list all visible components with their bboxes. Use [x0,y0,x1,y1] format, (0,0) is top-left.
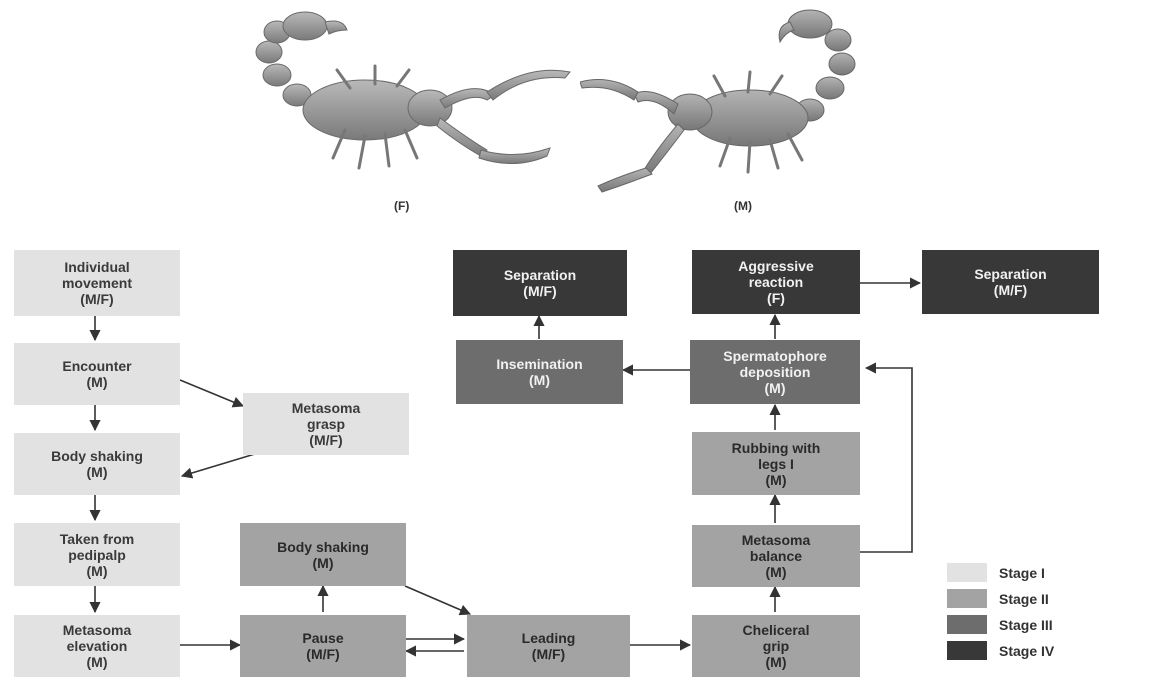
male-scorpion-illustration [580,9,856,193]
arrow-bodyshaking-to-leading [404,585,472,616]
legend-swatch-stage-2 [947,589,987,608]
node-cheliceral-grip: Cheliceral grip (M) [692,615,860,677]
legend-swatch-stage-1 [947,563,987,582]
arrow-balance-to-spermatophore [860,362,913,553]
node-metasoma-balance: Metasoma balance (M) [692,525,860,587]
node-separation-right: Separation (M/F) [922,250,1099,314]
legend-label-stage-2: Stage II [999,590,1049,607]
female-scorpion-illustration [255,11,571,170]
node-individual-movement: Individual movement (M/F) [14,250,180,316]
legend-swatch-stage-3 [947,615,987,634]
arrow-encounter-to-grasp [179,379,245,408]
node-metasoma-elevation: Metasoma elevation (M) [14,615,180,677]
legend-item-stage-2: Stage II [947,589,1049,608]
node-insemination: Insemination (M) [456,340,623,404]
node-separation-left: Separation (M/F) [453,250,627,316]
legend-swatch-stage-4 [947,641,987,660]
legend-item-stage-1: Stage I [947,563,1045,582]
male-label: (M) [734,199,752,213]
node-encounter: Encounter (M) [14,343,180,405]
legend-item-stage-4: Stage IV [947,641,1054,660]
legend-label-stage-4: Stage IV [999,642,1055,659]
legend-label-stage-1: Stage I [999,564,1045,581]
node-pause: Pause (M/F) [240,615,406,677]
node-metasoma-grasp: Metasoma grasp (M/F) [243,393,409,455]
node-body-shaking-mid: Body shaking (M) [240,523,406,586]
node-spermatophore-deposition: Spermatophore deposition (M) [690,340,860,404]
legend-label-stage-3: Stage III [999,616,1053,633]
legend-item-stage-3: Stage III [947,615,1053,634]
node-leading: Leading (M/F) [467,615,630,677]
node-body-shaking-left: Body shaking (M) [14,433,180,495]
female-label: (F) [394,199,410,213]
node-aggressive-reaction: Aggressive reaction (F) [692,250,860,314]
node-rubbing-with-legs: Rubbing with legs I (M) [692,432,860,495]
node-taken-from-pedipalp: Taken from pedipalp (M) [14,523,180,586]
